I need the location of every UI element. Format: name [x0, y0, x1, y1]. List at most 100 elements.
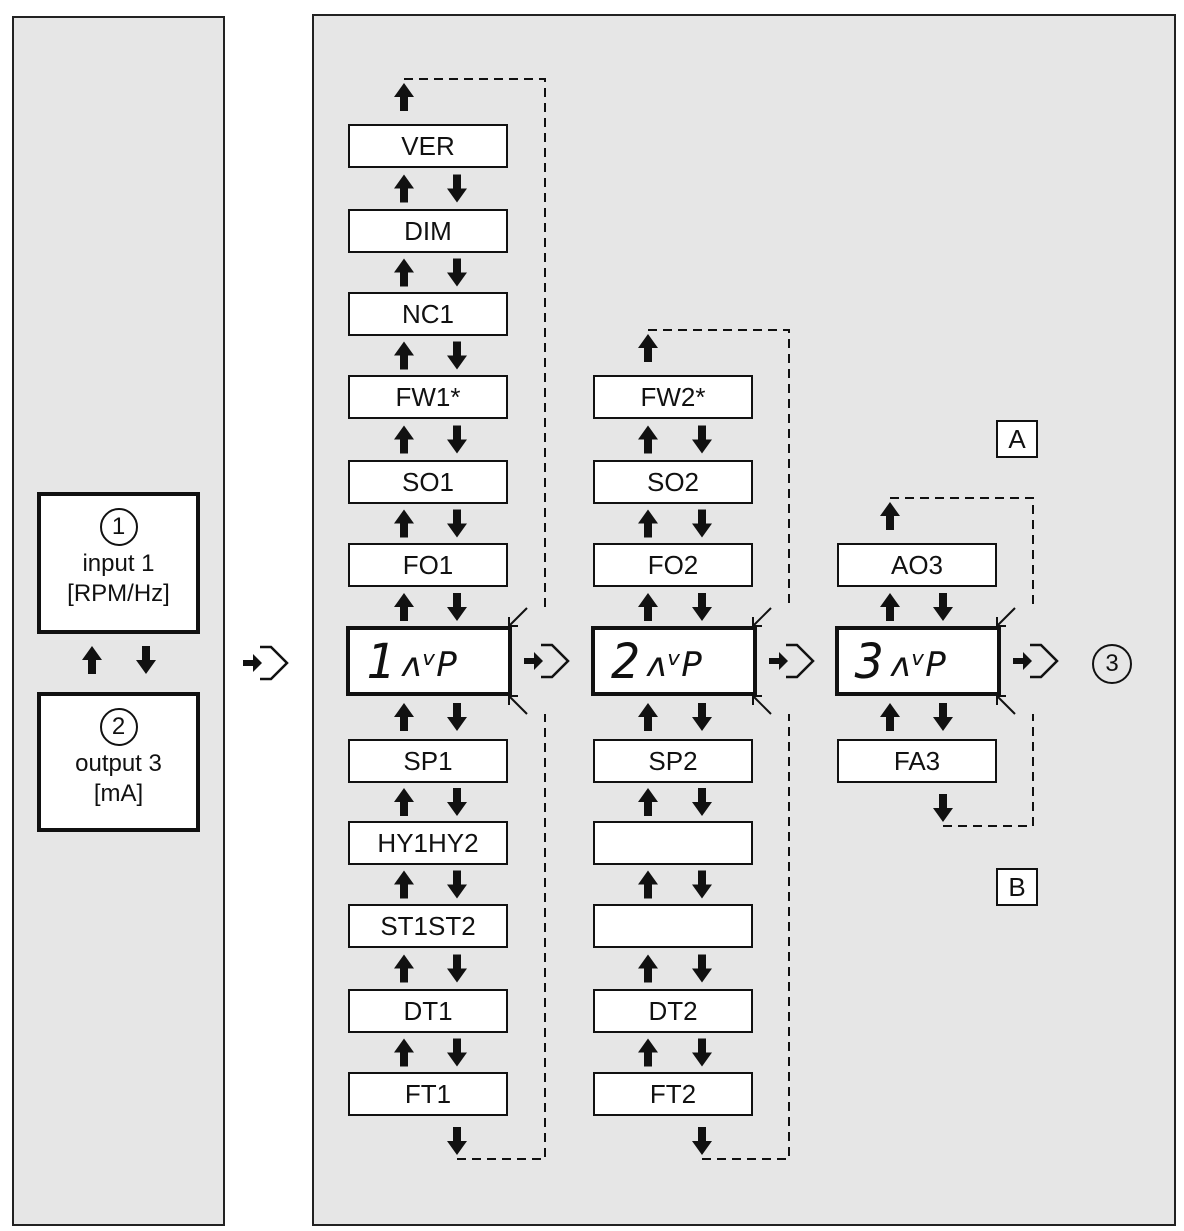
down-arrow-icon: [692, 703, 712, 731]
up-arrow-icon: [638, 870, 658, 899]
up-arrow-icon: [880, 593, 900, 621]
menu-item-1-up-3-box: [348, 375, 508, 419]
down-arrow-icon: [447, 509, 467, 538]
down-arrow-icon: [447, 1038, 467, 1067]
enter-arrow-icon: [1013, 652, 1032, 670]
menu-item-1-up-5-label: FO1: [403, 550, 454, 580]
up-arrow-icon: [394, 1038, 414, 1067]
enter-arrow-icon: [243, 654, 262, 672]
output-label: output 3: [75, 750, 162, 777]
up-arrow-icon: [638, 509, 658, 538]
menu-item-2-up-2-box: [593, 543, 753, 587]
label-b: B: [996, 868, 1038, 906]
menu-item-1-down-0-box: [348, 739, 508, 783]
up-arrow-icon: [394, 341, 414, 370]
down-arrow-icon: [692, 788, 712, 816]
up-arrow-icon: [638, 1038, 658, 1067]
input-unit: [RPM/Hz]: [67, 580, 170, 607]
down-arrow-icon: [692, 509, 712, 538]
down-arrow-icon: [447, 593, 467, 621]
display-1-suffix: ʌᵛP: [401, 645, 457, 685]
menu-item-2-down-0-label: SP2: [648, 746, 697, 776]
up-arrow-icon: [638, 593, 658, 621]
enter-arrow-icon: [524, 652, 543, 670]
down-arrow-icon: [933, 794, 953, 822]
menu-item-1-up-2-label: NC1: [402, 299, 454, 329]
down-arrow-icon: [692, 593, 712, 621]
down-arrow-icon: [692, 1038, 712, 1067]
display-3-digit: 3: [854, 634, 884, 690]
enter-chevron-icon: [786, 643, 815, 679]
menu-item-1-down-0-label: SP1: [403, 746, 452, 776]
down-arrow-icon: [933, 593, 953, 621]
up-arrow-icon: [638, 703, 658, 731]
up-arrow-icon: [394, 593, 414, 621]
diagonal-arrow-icon: [508, 695, 528, 715]
menu-item-1-down-4-label: FT1: [405, 1079, 451, 1109]
menu-item-2-up-1-label: SO2: [647, 467, 699, 497]
menu-item-1-up-4-box: [348, 460, 508, 504]
diagonal-arrow-icon: [752, 695, 772, 715]
menu-item-1-down-1-box: [348, 821, 508, 865]
menu-item-1-up-2-box: [348, 292, 508, 336]
menu-item-1-down-1-label: HY1HY2: [377, 828, 478, 858]
enter-chevron-icon: [1030, 643, 1059, 679]
menu-item-3-up-0-label: AO3: [891, 550, 943, 580]
down-arrow-icon: [447, 341, 467, 370]
down-arrow-icon: [447, 258, 467, 287]
output-number-circle: 2: [99, 708, 138, 746]
up-arrow-icon: [394, 703, 414, 731]
menu-item-2-up-0-box: [593, 375, 753, 419]
display-2-digit: 2: [611, 634, 640, 690]
down-arrow-icon: [136, 646, 156, 674]
input-box: 1 input 1 [RPM/Hz]: [37, 492, 200, 634]
output-box: 2 output 3 [mA]: [37, 692, 200, 832]
up-arrow-icon: [82, 646, 102, 674]
menu-item-1-down-3-box: [348, 989, 508, 1033]
menu-item-2-down-3-box: [593, 989, 753, 1033]
down-arrow-icon: [447, 703, 467, 731]
down-arrow-icon: [447, 174, 467, 203]
menu-item-1-up-0-box: [348, 124, 508, 168]
menu-item-1-down-3-label: DT1: [403, 996, 452, 1026]
display-3-suffix: ʌᵛP: [890, 645, 946, 685]
down-arrow-icon: [692, 425, 712, 454]
up-arrow-icon: [394, 174, 414, 203]
loop-top-2: [648, 329, 790, 608]
display-1-box: [346, 626, 512, 696]
menu-item-2-down-2-box: [593, 904, 753, 948]
up-arrow-icon: [394, 425, 414, 454]
loop-bottom-2: [702, 714, 790, 1160]
display-1-digit: 1: [366, 634, 395, 690]
input-label: input 1: [82, 550, 155, 577]
menu-item-1-up-0-label: VER: [401, 131, 454, 161]
down-arrow-icon: [447, 870, 467, 899]
menu-item-1-down-4-box: [348, 1072, 508, 1116]
menu-item-2-down-1-box: [593, 821, 753, 865]
diagonal-arrow-icon: [752, 607, 772, 627]
down-arrow-icon: [447, 1127, 467, 1155]
display-3-box: [835, 626, 1001, 696]
enter-chevron-icon: [260, 645, 289, 681]
up-arrow-icon: [394, 509, 414, 538]
display-2-suffix: ʌᵛP: [646, 645, 702, 685]
up-arrow-icon: [394, 258, 414, 287]
menu-item-1-up-1-box: [348, 209, 508, 253]
menu-item-2-up-0-label: FW2*: [641, 382, 706, 412]
label-a: A: [996, 420, 1038, 458]
enter-arrow-icon: [769, 652, 788, 670]
up-arrow-icon: [638, 788, 658, 816]
menu-item-2-down-4-box: [593, 1072, 753, 1116]
diagonal-arrow-icon: [996, 607, 1016, 627]
menu-item-1-up-1-label: DIM: [404, 216, 452, 246]
menu-item-3-down-0-box: [837, 739, 997, 783]
down-arrow-icon: [447, 425, 467, 454]
enter-chevron-icon: [541, 643, 570, 679]
menu-item-1-down-2-box: [348, 904, 508, 948]
down-arrow-icon: [692, 870, 712, 899]
up-arrow-icon: [394, 954, 414, 983]
menu-item-2-up-2-label: FO2: [648, 550, 699, 580]
end-circle: 3: [1092, 644, 1132, 684]
menu-item-1-up-4-label: SO1: [402, 467, 454, 497]
down-arrow-icon: [447, 788, 467, 816]
